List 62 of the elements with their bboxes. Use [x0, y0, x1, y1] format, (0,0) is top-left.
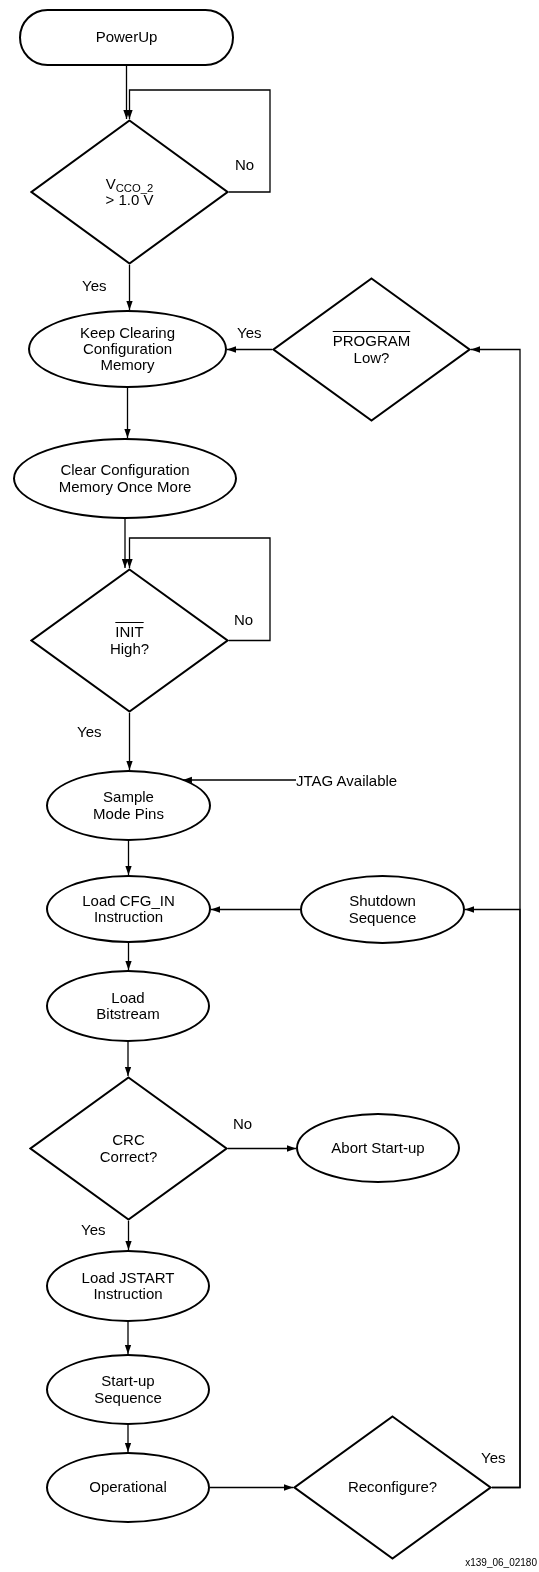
node-label: > 1.0 V [105, 192, 154, 209]
edge-label: Yes [76, 724, 103, 739]
node-label: V$_{CCO_2}$ [105, 175, 154, 192]
node-label: Load JSTART Instruction [80, 1269, 176, 1303]
process-ellipse [46, 875, 211, 943]
node-label: Low? [353, 349, 390, 366]
edge-label: No [233, 612, 255, 627]
arrow [124, 1041, 132, 1077]
decision-diamond [30, 119, 229, 265]
node-label: Load CFG_IN Instruction [81, 892, 176, 926]
arrow [126, 264, 133, 311]
arrow [125, 1220, 132, 1251]
arrow [125, 942, 132, 971]
decision-diamond [29, 1076, 228, 1221]
node-label: Reconfigure? [347, 1479, 438, 1496]
edge-label: Yes [81, 278, 108, 293]
edge-label: Yes [80, 1222, 107, 1237]
arrow [121, 518, 129, 569]
process-ellipse [46, 770, 211, 841]
edge-label: No [232, 1116, 254, 1131]
decision-diamond [272, 277, 471, 422]
arrow [210, 906, 301, 913]
node-label: PowerUp [95, 29, 158, 46]
process-ellipse [13, 438, 237, 519]
arrow [125, 840, 132, 876]
arrow [227, 1145, 297, 1152]
node-label: INIT [115, 624, 144, 641]
node-label: High? [109, 640, 150, 657]
arrow [464, 906, 521, 1489]
process-ellipse [46, 1452, 210, 1523]
node-label: Operational [89, 1479, 167, 1496]
decision-diamond [30, 568, 229, 713]
process-ellipse [28, 310, 227, 388]
start-terminator [19, 9, 234, 66]
input-label: JTAG Available [296, 771, 446, 789]
process-ellipse [46, 970, 210, 1042]
node-label: Clear Configuration Memory Once More [57, 462, 193, 495]
process-ellipse [300, 875, 465, 944]
edge-label: Yes [480, 1450, 507, 1465]
node-label: Sample Mode Pins [92, 789, 165, 822]
arrow [124, 1321, 132, 1355]
figure-id: x139_06_02180 [465, 1558, 537, 1568]
process-ellipse [46, 1250, 210, 1322]
process-ellipse [46, 1354, 210, 1425]
node-label: PROGRAM [332, 333, 411, 350]
arrow [126, 712, 133, 771]
node-label: Keep Clearing Configuration Memory [78, 324, 177, 374]
node-label: Shutdown Sequence [347, 893, 418, 926]
process-ellipse [296, 1113, 460, 1183]
edge-label: Yes [236, 325, 263, 340]
arrow [126, 537, 271, 642]
node-label: Load Bitstream [95, 989, 161, 1023]
node-label: Abort Start-up [331, 1139, 425, 1157]
arrow [124, 1424, 132, 1453]
arrow [123, 65, 130, 120]
arrow [126, 89, 271, 193]
node-label: Start-up Sequence [93, 1373, 163, 1406]
arrow [226, 346, 273, 353]
arrow [209, 1484, 294, 1491]
arrow [124, 387, 131, 439]
node-label: CRC Correct? [98, 1132, 159, 1165]
edge-label: No [234, 157, 256, 172]
